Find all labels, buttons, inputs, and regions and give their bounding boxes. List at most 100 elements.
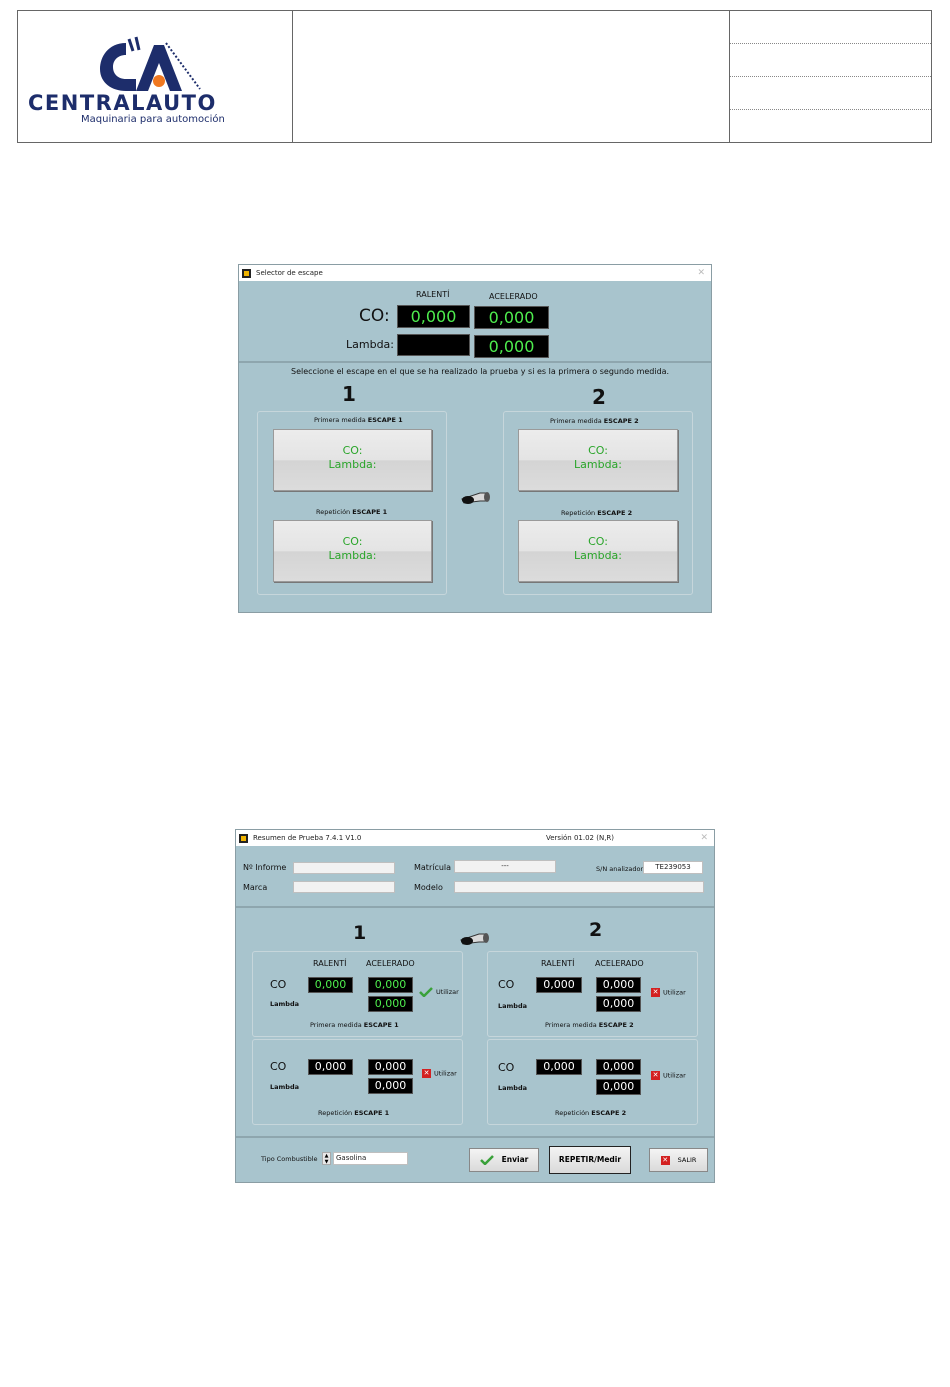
logo-cell: CENTRALAUTO Maquinaria para automoción — [18, 11, 293, 142]
exhaust-2-group — [503, 411, 693, 595]
marca-field[interactable] — [293, 881, 395, 893]
exhaust-pipe-icon — [460, 933, 489, 945]
btn-lambda-label: Lambda: — [328, 458, 377, 471]
divider — [236, 1136, 714, 1138]
app-icon — [239, 833, 248, 843]
p2-co-accel-display: 0,000 — [596, 977, 641, 993]
exhaust-2-number: 2 — [592, 385, 606, 409]
co-idle-display: 0,000 — [397, 305, 470, 328]
window-titlebar: Selector de escape ✕ — [239, 265, 711, 281]
lambda-label: Lambda — [270, 1000, 299, 1008]
check-icon — [419, 987, 433, 997]
lambda-idle-display — [397, 334, 470, 356]
lambda-label: Lambda — [498, 1084, 527, 1092]
p1-co-accel-display: 0,000 — [368, 977, 413, 993]
matricula-label: Matrícula — [414, 863, 452, 872]
header-title-cell — [293, 11, 730, 142]
btn-co-label: CO: — [342, 444, 363, 457]
window-titlebar: Resumen de Prueba 7.4.1 V1.0 Versión 01.… — [236, 830, 714, 846]
modelo-field[interactable] — [454, 881, 704, 893]
use-label: Utilizar — [434, 1069, 457, 1078]
repeat-escape-1-button[interactable]: CO: Lambda: — [273, 520, 432, 582]
first-measure-escape-1-button[interactable]: CO: Lambda: — [273, 429, 432, 491]
matricula-field[interactable]: --- — [454, 860, 556, 873]
exit-button-label: SALIR — [677, 1156, 697, 1164]
modelo-label: Modelo — [414, 883, 443, 892]
check-icon — [479, 1155, 494, 1166]
btn-lambda-label: Lambda: — [328, 549, 377, 562]
divider — [236, 906, 714, 908]
r1-use-toggle[interactable]: ✕Utilizar — [422, 1069, 457, 1078]
btn-co-label: CO: — [588, 535, 608, 548]
send-button-label: Enviar — [501, 1155, 529, 1164]
co-label: CO — [270, 978, 287, 991]
lambda-accel-display: 0,000 — [474, 335, 549, 358]
x-icon: ✕ — [422, 1069, 431, 1078]
p1-co-idle-display: 0,000 — [308, 977, 353, 993]
p2-co-idle-display: 0,000 — [536, 977, 582, 993]
co-accel-display: 0,000 — [474, 306, 549, 329]
r2-caption: Repetición ESCAPE 2 — [555, 1109, 627, 1117]
send-button[interactable]: Enviar — [469, 1148, 539, 1172]
repeat-measure-button[interactable]: REPETIR/Medir — [549, 1146, 631, 1174]
repeat-1-caption: Repetición ESCAPE 1 — [316, 508, 388, 516]
repeat-escape-2-button[interactable]: CO: Lambda: — [518, 520, 678, 582]
btn-co-label: CO: — [342, 535, 363, 548]
co-label: CO — [270, 1060, 287, 1073]
sn-analyzer-field: TE239053 — [643, 861, 703, 874]
btn-lambda-label: Lambda: — [574, 458, 622, 471]
x-icon: ✕ — [651, 988, 660, 997]
exhaust-1-number: 1 — [342, 382, 356, 406]
use-label: Utilizar — [663, 988, 686, 997]
first-measure-escape-2-panel — [487, 951, 698, 1037]
fuel-type-select[interactable]: Gasolina — [333, 1152, 408, 1165]
first-measure-1-caption: Primera medida ESCAPE 1 — [314, 416, 403, 424]
col-accel-label: ACELERADO — [489, 292, 538, 301]
p1-use-toggle[interactable]: Utilizar — [419, 987, 459, 997]
document-header: CENTRALAUTO Maquinaria para automoción — [17, 10, 932, 143]
exhaust-selector-window: Selector de escape ✕ RALENTÍ ACELERADO C… — [238, 264, 712, 613]
close-icon[interactable]: ✕ — [700, 833, 708, 843]
r2-co-idle-display: 0,000 — [536, 1059, 582, 1075]
meta-row — [730, 11, 931, 44]
co-label: CO: — [359, 306, 390, 326]
r1-co-idle-display: 0,000 — [308, 1059, 353, 1075]
meta-row — [730, 44, 931, 77]
informe-field[interactable] — [293, 862, 395, 874]
exit-button[interactable]: ✕ SALIR — [649, 1148, 708, 1172]
window-title: Selector de escape — [256, 269, 323, 277]
col-accel-label: ACELERADO — [366, 959, 415, 968]
header-meta-cell — [730, 11, 931, 142]
app-icon — [242, 268, 251, 278]
co-label: CO — [498, 1061, 515, 1074]
r1-co-accel-display: 0,000 — [368, 1059, 413, 1075]
close-icon[interactable]: ✕ — [697, 268, 705, 278]
col-idle-label: RALENTÍ — [313, 959, 347, 968]
x-icon: ✕ — [651, 1071, 660, 1080]
logo-subtitle: Maquinaria para automoción — [81, 114, 225, 125]
p2-use-toggle[interactable]: ✕Utilizar — [651, 988, 686, 997]
x-icon: ✕ — [660, 1155, 670, 1165]
p2-lambda-accel-display: 0,000 — [596, 996, 641, 1012]
centralauto-logo-icon — [100, 36, 201, 91]
fuel-type-stepper[interactable]: ▲▼ — [322, 1152, 331, 1165]
r1-caption: Repetición ESCAPE 1 — [318, 1109, 390, 1117]
lambda-label: Lambda: — [346, 338, 394, 351]
col-idle-label: RALENTÍ — [541, 959, 575, 968]
use-label: Utilizar — [436, 988, 459, 996]
btn-co-label: CO: — [588, 444, 608, 457]
test-summary-window: Resumen de Prueba 7.4.1 V1.0 Versión 01.… — [235, 829, 715, 1183]
divider — [239, 361, 711, 363]
logo-wordmark: CENTRALAUTO — [28, 91, 217, 115]
p1-caption: Primera medida ESCAPE 1 — [310, 1021, 399, 1029]
window-title: Resumen de Prueba 7.4.1 V1.0 — [253, 834, 362, 842]
p1-lambda-accel-display: 0,000 — [368, 996, 413, 1012]
first-measure-escape-2-button[interactable]: CO: Lambda: — [518, 429, 678, 491]
col-accel-label: ACELERADO — [595, 959, 644, 968]
meta-row — [730, 110, 931, 142]
marca-label: Marca — [243, 883, 268, 892]
r2-use-toggle[interactable]: ✕Utilizar — [651, 1071, 686, 1080]
btn-lambda-label: Lambda: — [574, 549, 622, 562]
sn-analyzer-label: S/N analizador — [596, 865, 644, 873]
repeat-escape-2-panel — [487, 1039, 698, 1125]
